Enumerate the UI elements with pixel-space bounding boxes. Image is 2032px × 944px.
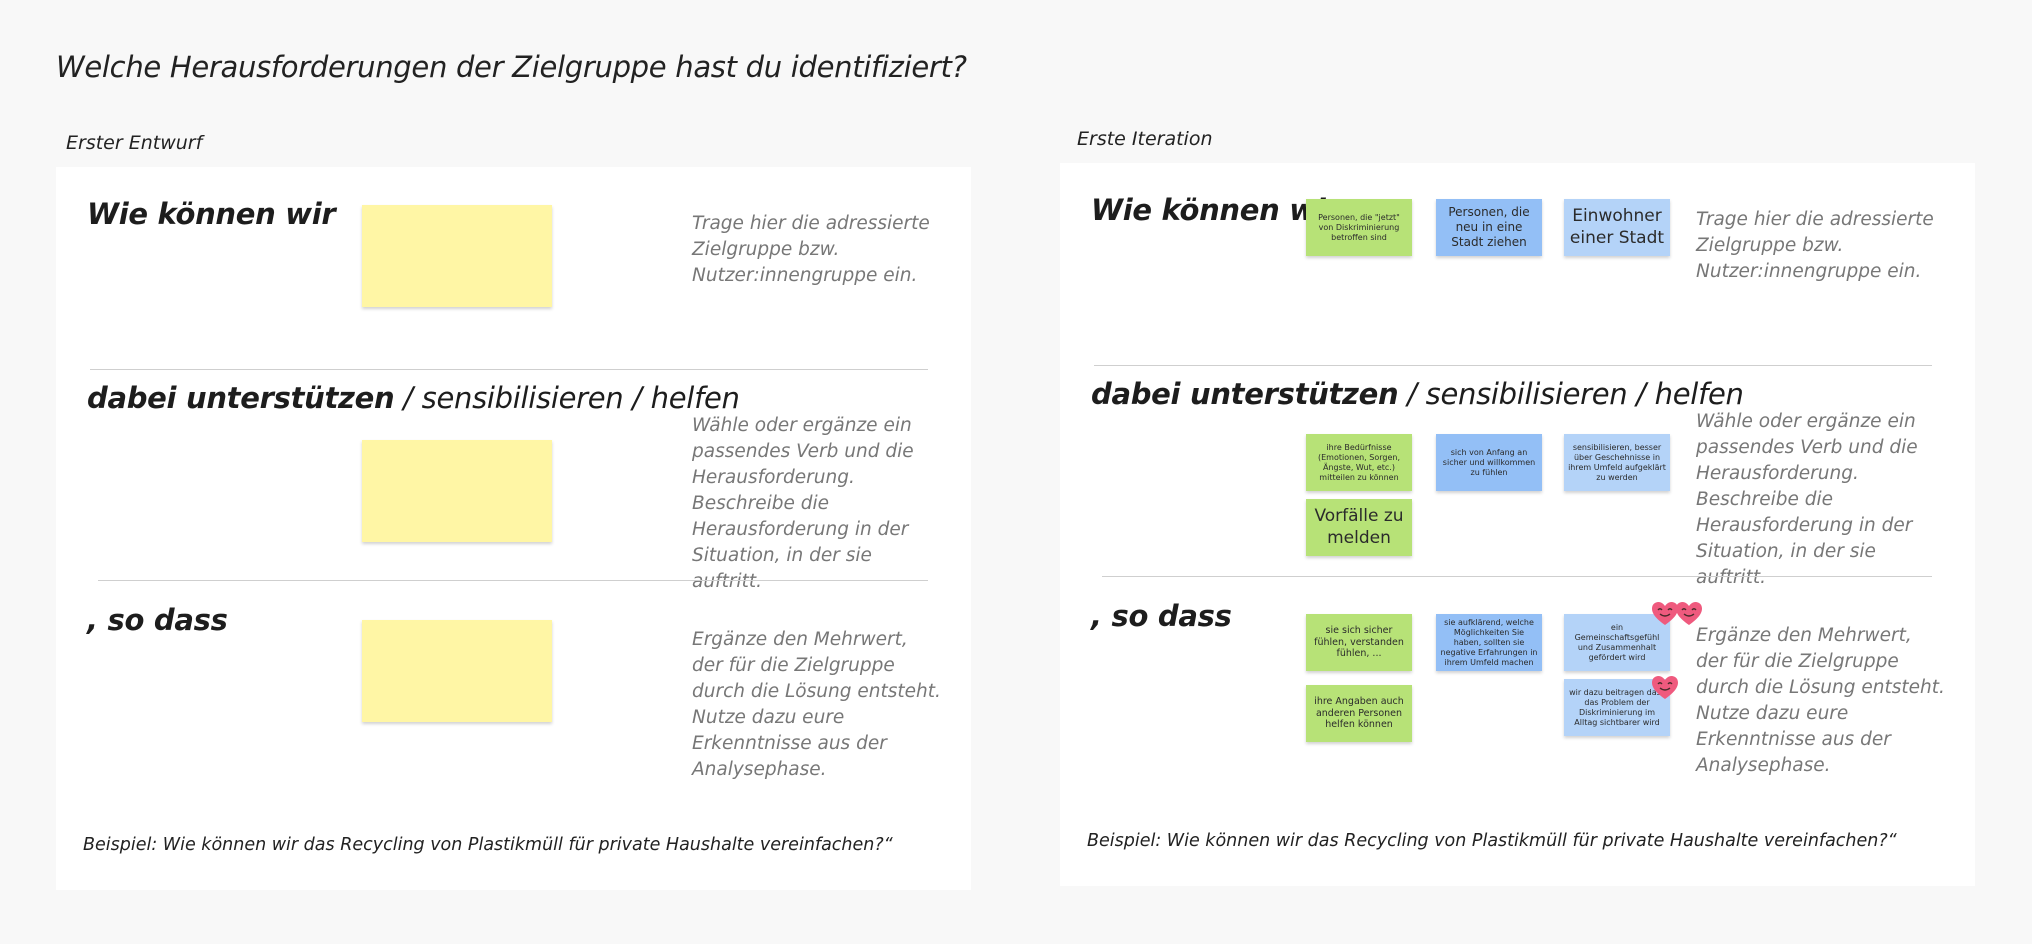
example-text: Beispiel: Wie können wir das Recycling v… [1087,831,1897,851]
sticky-note-green[interactable]: Vorfälle zu melden [1306,499,1412,556]
helper-text-mehrwert: Ergänze den Mehrwert, der für die Zielgr… [1696,625,1945,776]
divider [1102,576,1932,577]
sticky-note-blue[interactable]: sich von Anfang an sicher und willkommen… [1436,434,1542,491]
heart-eyes-emoji-icon[interactable] [1651,600,1679,628]
heart-eyes-emoji-icon[interactable] [1651,674,1679,702]
heading-verb-bold: dabei unterstützen [87,381,395,415]
divider [1094,365,1932,366]
sticky-note-empty[interactable] [362,205,552,307]
example-text: Beispiel: Wie können wir das Recycling v… [83,835,893,855]
frame-label-erste-iteration[interactable]: Erste Iteration [1077,128,1213,150]
sticky-note-green[interactable]: sie sich sicher fühlen, verstanden fühle… [1306,614,1412,671]
frame-erster-entwurf[interactable]: Wie können wir Trage hier die adressiert… [56,167,971,890]
sticky-note-light-blue[interactable]: Einwohner einer Stadt [1564,199,1670,256]
heading-verb-options: / sensibilisieren / helfen [1398,377,1744,411]
helper-text-mehrwert: Ergänze den Mehrwert, der für die Zielgr… [692,629,941,780]
helper-text-herausforderung: Wähle oder ergänze ein passendes Verb un… [692,415,914,592]
frame-erste-iteration[interactable]: Wie können wir Personen, die "jetzt" von… [1060,163,1975,886]
sticky-note-green[interactable]: ihre Bedürfnisse (Emotionen, Sorgen, Äng… [1306,434,1412,491]
divider [98,580,928,581]
sticky-note-light-blue[interactable]: wir dazu beitragen dass das Problem der … [1564,679,1670,736]
heading-verb-bold: dabei unterstützen [1091,377,1399,411]
sticky-note-empty[interactable] [362,620,552,722]
helper-text-herausforderung: Wähle oder ergänze ein passendes Verb un… [1696,411,1918,588]
heading-wie-koennen-wir: Wie können wir [1091,193,1340,227]
heading-dabei-unterstuetzen: dabei unterstützen / sensibilisieren / h… [87,381,740,415]
sticky-note-green[interactable]: Personen, die "jetzt" von Diskriminierun… [1306,199,1412,256]
heading-so-dass: , so dass [87,603,228,637]
sticky-note-blue[interactable]: sie aufklärend, welche Möglichkeiten Sie… [1436,614,1542,671]
divider [90,369,928,370]
sticky-note-light-blue[interactable]: ein Gemeinschaftsgefühl und Zusammenhalt… [1564,614,1670,671]
heart-eyes-emoji-icon[interactable] [1675,600,1703,628]
sticky-note-empty[interactable] [362,440,552,542]
sticky-note-blue[interactable]: Personen, die neu in eine Stadt ziehen [1436,199,1542,256]
heading-so-dass: , so dass [1091,599,1232,633]
helper-text-zielgruppe: Trage hier die adressierte Zielgruppe bz… [1696,209,1934,282]
heading-dabei-unterstuetzen: dabei unterstützen / sensibilisieren / h… [1091,377,1744,411]
heading-wie-koennen-wir: Wie können wir [87,197,336,231]
frame-label-erster-entwurf[interactable]: Erster Entwurf [66,132,203,154]
sticky-note-green[interactable]: ihre Angaben auch anderen Personen helfe… [1306,685,1412,742]
page-title: Welche Herausforderungen der Zielgruppe … [56,50,967,84]
sticky-note-light-blue[interactable]: sensibilisieren, besser über Geschehniss… [1564,434,1670,491]
heading-verb-options: / sensibilisieren / helfen [394,381,740,415]
helper-text-zielgruppe: Trage hier die adressierte Zielgruppe bz… [692,213,930,286]
